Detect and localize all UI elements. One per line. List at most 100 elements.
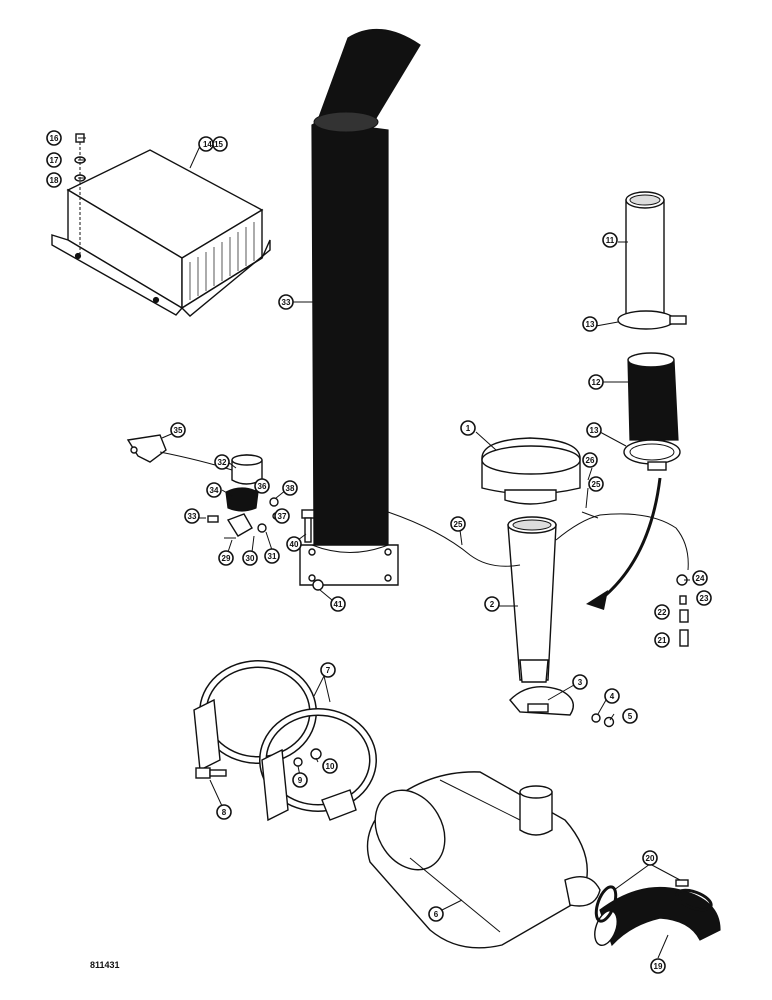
callout-38: 38 (282, 480, 298, 496)
callout-11: 11 (602, 232, 618, 248)
svg-text:25: 25 (454, 520, 463, 529)
svg-text:38: 38 (286, 484, 295, 493)
svg-text:8: 8 (222, 808, 227, 817)
callout-13-lower: 13 (586, 422, 602, 438)
callout-21: 21 (654, 632, 670, 648)
svg-text:30: 30 (246, 554, 255, 563)
u-bolt-clamp (509, 686, 574, 716)
callout-7: 7 (320, 662, 336, 678)
callout-12: 12 (588, 374, 604, 390)
svg-text:32: 32 (218, 458, 227, 467)
svg-text:29: 29 (222, 554, 231, 563)
band-nut (310, 748, 322, 760)
callout-2: 2 (484, 596, 500, 612)
callout-20: 20 (642, 850, 658, 866)
callout-leaders (78, 137, 690, 959)
wire-clip (126, 434, 167, 463)
svg-text:22: 22 (658, 608, 667, 617)
svg-text:31: 31 (268, 552, 277, 561)
upper-hose-clamp (617, 310, 687, 330)
svg-text:7: 7 (326, 666, 331, 675)
hex-nut (603, 716, 615, 728)
callout-3: 3 (572, 674, 588, 690)
svg-text:2: 2 (490, 600, 495, 609)
flange-nut (312, 579, 324, 591)
callout-33-sender: 33 (184, 508, 200, 524)
callout-41: 41 (330, 596, 346, 612)
heat-shield-box (51, 149, 271, 317)
svg-text:23: 23 (700, 594, 709, 603)
callout-14-15: 14 15 (198, 136, 228, 152)
svg-text:13: 13 (590, 426, 599, 435)
callout-23: 23 (696, 590, 712, 606)
outlet-elbow-hose (594, 886, 721, 947)
band-bolt (195, 767, 227, 779)
intake-pipe (507, 516, 557, 683)
connector-fitting (679, 629, 689, 647)
flange-bolt (301, 509, 315, 543)
svg-text:34: 34 (210, 486, 219, 495)
figure-reference: 811431 (90, 960, 120, 970)
callout-25-right: 25 (588, 476, 604, 492)
callout-8: 8 (216, 804, 232, 820)
callout-35: 35 (170, 422, 186, 438)
callout-26: 26 (582, 452, 598, 468)
callout-4: 4 (604, 688, 620, 704)
svg-text:33: 33 (282, 298, 291, 307)
sender-assembly (207, 454, 280, 539)
svg-text:26: 26 (586, 456, 595, 465)
svg-text:33: 33 (188, 512, 197, 521)
callout-40: 40 (286, 536, 302, 552)
callout-32: 32 (214, 454, 230, 470)
svg-text:5: 5 (628, 712, 633, 721)
outlet-hose-clamps (594, 879, 713, 923)
elbow-fitting (679, 609, 689, 623)
direction-arrow (586, 477, 662, 610)
callout-6: 6 (428, 906, 444, 922)
callout-33-stack: 33 (278, 294, 294, 310)
shield-hatching (189, 222, 255, 300)
callout-10: 10 (322, 758, 338, 774)
mounting-band-front (259, 708, 377, 822)
callout-19: 19 (650, 958, 666, 974)
svg-text:4: 4 (610, 692, 615, 701)
svg-text:41: 41 (334, 600, 343, 609)
lock-washer (591, 713, 601, 723)
svg-text:19: 19 (654, 962, 663, 971)
callout-34: 34 (206, 482, 222, 498)
band-washer (293, 757, 303, 767)
callout-5: 5 (622, 708, 638, 724)
callout-17: 17 (46, 152, 62, 168)
svg-text:18: 18 (50, 176, 59, 185)
callout-24: 24 (692, 570, 708, 586)
svg-text:25: 25 (592, 480, 601, 489)
svg-text:17: 17 (50, 156, 59, 165)
svg-text:6: 6 (434, 910, 439, 919)
precleaner-cap (481, 437, 581, 505)
lower-hose-clamp (623, 439, 681, 471)
callout-31: 31 (264, 548, 280, 564)
svg-text:21: 21 (658, 636, 667, 645)
callout-36: 36 (254, 478, 270, 494)
svg-text:11: 11 (606, 236, 615, 245)
svg-text:13: 13 (586, 320, 595, 329)
svg-text:9: 9 (298, 776, 303, 785)
svg-text:1: 1 (466, 424, 471, 433)
svg-text:20: 20 (646, 854, 655, 863)
callout-16: 16 (46, 130, 62, 146)
svg-text:40: 40 (290, 540, 299, 549)
air-cleaner-body (366, 771, 601, 949)
svg-text:35: 35 (174, 426, 183, 435)
callout-30: 30 (242, 550, 258, 566)
svg-text:10: 10 (326, 762, 335, 771)
svg-text:3: 3 (578, 678, 583, 687)
callout-18: 18 (46, 172, 62, 188)
svg-text:36: 36 (258, 482, 267, 491)
callout-25-left: 25 (450, 516, 466, 532)
callout-22: 22 (654, 604, 670, 620)
callout-9: 9 (292, 772, 308, 788)
callout-29: 29 (218, 550, 234, 566)
svg-text:14 15: 14 15 (203, 140, 224, 149)
svg-text:37: 37 (278, 512, 287, 521)
